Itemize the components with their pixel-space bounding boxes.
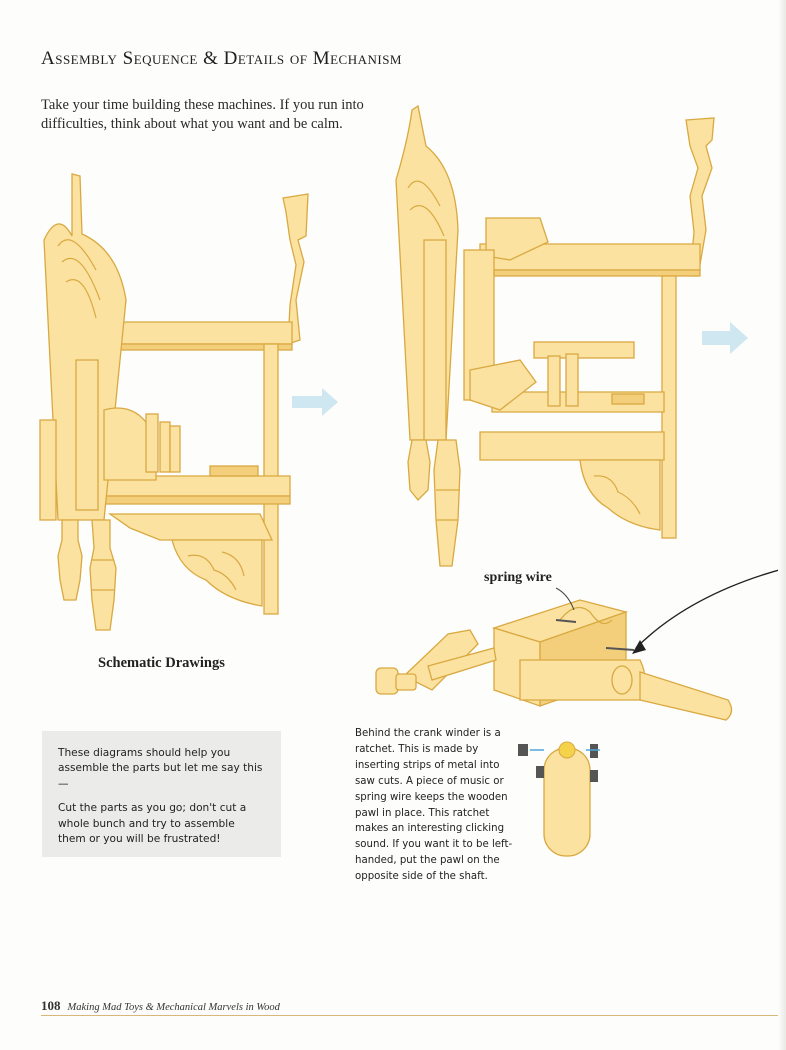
schematic-drawing-stage-2 (395, 104, 715, 567)
figure-caption: Schematic Drawings (98, 655, 225, 671)
intro-text: Take your time building these machines. … (41, 97, 364, 132)
book-title: Making Mad Toys & Mechanical Marvels in … (67, 1002, 280, 1013)
page-title: Assembly Sequence & Details of Mechanism (41, 48, 402, 69)
tip-paragraph: These diagrams should help you assemble … (58, 747, 263, 790)
ratchet-description: Behind the crank winder is a ratchet. Th… (355, 728, 513, 883)
schematic-drawing-stage-1 (39, 173, 309, 631)
spring-wire-label: spring wire (484, 570, 552, 585)
right-arrow-icon (292, 388, 338, 416)
pointer-arrow-icon (635, 567, 786, 649)
page-edge-shadow (778, 0, 786, 1050)
right-arrow-icon (702, 322, 748, 354)
tip-box: These diagrams should help you assemble … (42, 731, 281, 857)
tip-paragraph: Cut the parts as you go; don't cut a who… (58, 802, 247, 846)
page-footer: 108 Making Mad Toys & Mechanical Marvels… (41, 998, 280, 1014)
page-number: 108 (41, 998, 61, 1013)
footer-rule (41, 1015, 786, 1016)
ratchet-detail-drawing (375, 587, 733, 857)
